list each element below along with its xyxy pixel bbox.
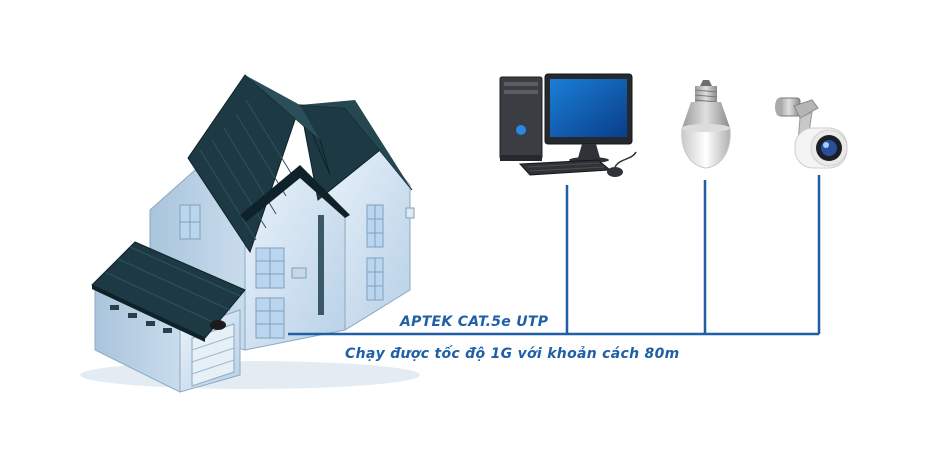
camera-icon — [775, 97, 848, 169]
cable-type-label: APTEK CAT.5e UTP — [400, 314, 549, 330]
network-cable — [288, 175, 821, 336]
house-window — [179, 204, 201, 240]
house-window — [366, 257, 384, 301]
house-illustration — [80, 74, 420, 393]
house-window — [255, 297, 285, 339]
house-window — [255, 247, 285, 289]
house-window — [366, 204, 384, 248]
light-bulb-icon — [681, 80, 731, 169]
computer-icon — [499, 73, 637, 177]
speed-distance-label: Chạy được tốc độ 1G với khoản cách 80m — [345, 346, 680, 362]
